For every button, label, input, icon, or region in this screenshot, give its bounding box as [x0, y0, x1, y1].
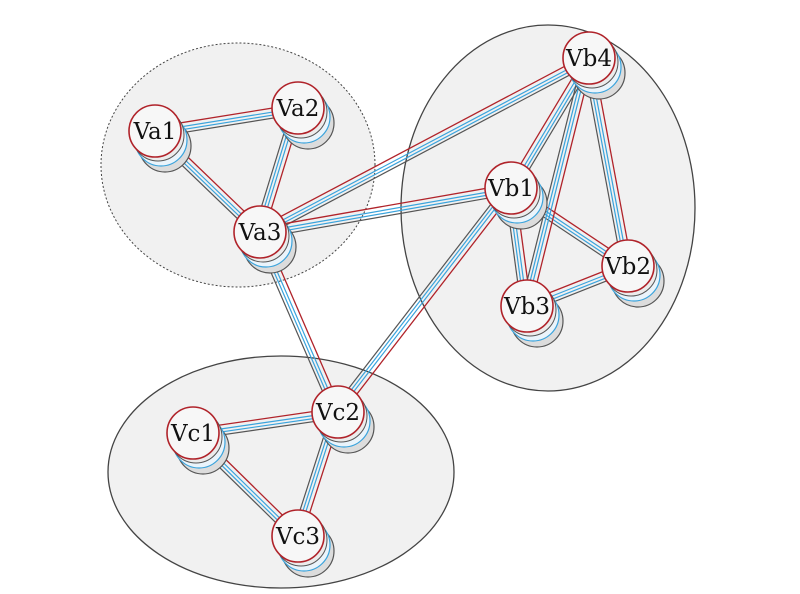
node-label: Vc1 — [170, 421, 215, 447]
node-vc2[interactable]: Vc2 — [311, 385, 375, 454]
edge-track — [526, 57, 590, 307]
node-vb3[interactable]: Vb3 — [500, 279, 564, 348]
node-label: Vb2 — [604, 254, 651, 280]
node-vb4[interactable]: Vb4 — [562, 31, 626, 100]
node-circle — [562, 31, 616, 85]
edge-track — [332, 183, 507, 409]
node-circle — [484, 161, 538, 215]
node-vb1[interactable]: Vb1 — [484, 161, 548, 230]
edge-track — [340, 190, 515, 415]
node-circle — [128, 104, 182, 158]
node-vc3[interactable]: Vc3 — [271, 509, 335, 578]
edge-track — [257, 53, 588, 230]
edge-track — [523, 57, 587, 306]
edge-Va3-Vb4 — [257, 53, 593, 238]
node-label: Va3 — [238, 220, 282, 246]
edge-track — [259, 183, 511, 229]
edge-track — [260, 193, 513, 239]
node-label: Va2 — [276, 96, 320, 122]
node-circle — [166, 406, 220, 460]
edge-track — [259, 57, 590, 233]
edge-track — [260, 190, 512, 236]
node-vb2[interactable]: Vb2 — [601, 239, 665, 308]
edge-track — [520, 56, 584, 305]
edge-track — [259, 187, 512, 233]
node-circle — [271, 509, 325, 563]
node-label: Vb1 — [487, 176, 534, 202]
edge-track — [261, 60, 591, 236]
node-circle — [500, 279, 554, 333]
cluster-a — [100, 42, 376, 288]
node-vc1[interactable]: Vc1 — [166, 406, 230, 475]
edge-track — [262, 62, 593, 238]
node-circle — [601, 239, 655, 293]
node-va2[interactable]: Va2 — [271, 81, 335, 150]
node-label: Vb3 — [503, 294, 550, 320]
node-label: Vb4 — [565, 46, 612, 72]
node-circle — [311, 385, 365, 439]
edge-track — [337, 187, 512, 413]
node-label: Vc2 — [315, 400, 360, 426]
node-label: Va1 — [133, 119, 177, 145]
edge-Vb1-Vc2 — [332, 183, 515, 415]
node-circle — [233, 205, 287, 259]
edge-track — [530, 58, 594, 308]
edge-Va3-Vb1 — [259, 183, 513, 239]
node-va3[interactable]: Va3 — [233, 205, 297, 274]
edge-Vb4-Vb3 — [520, 56, 594, 308]
node-va1[interactable]: Va1 — [128, 104, 192, 173]
node-label: Vc3 — [275, 524, 320, 550]
edge-track — [335, 185, 510, 411]
cluster-layer — [100, 24, 696, 589]
node-circle — [271, 81, 325, 135]
